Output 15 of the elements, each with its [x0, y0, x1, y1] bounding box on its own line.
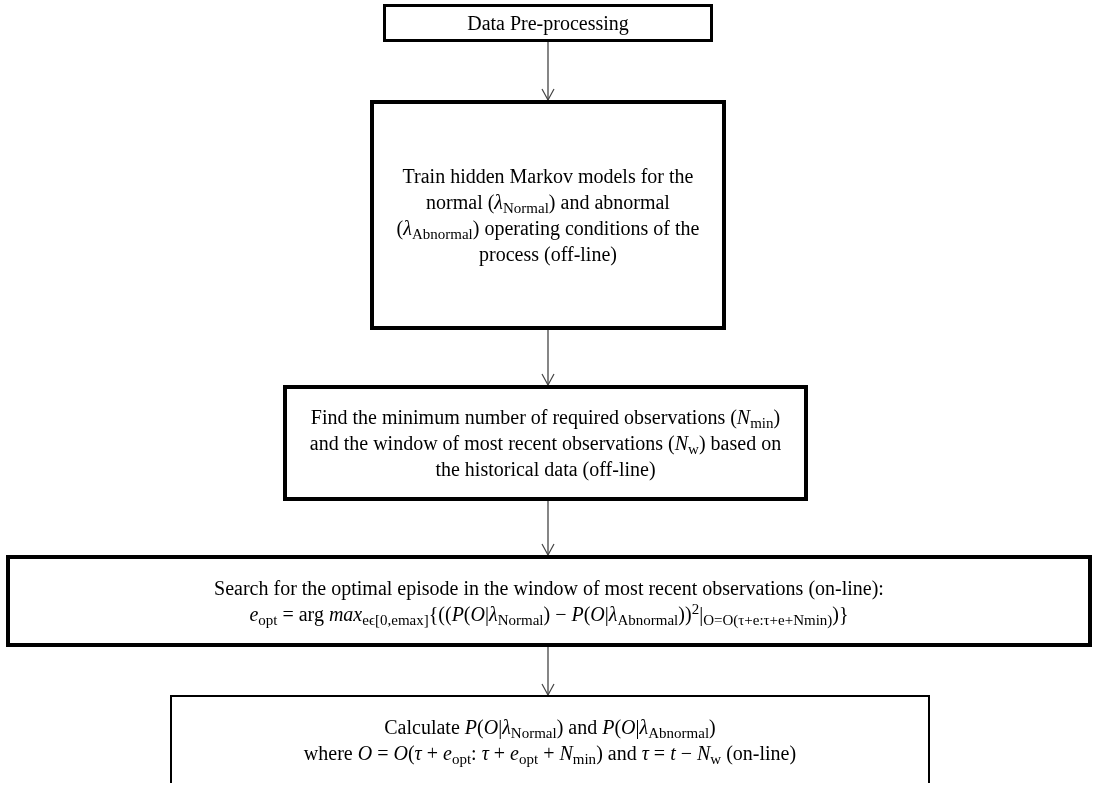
process-box: [370, 100, 726, 330]
arrow: [541, 646, 555, 696]
arrow: [541, 500, 555, 556]
process-box: [283, 385, 808, 501]
formula-text: where O = O(τ + e$_{opt}$: τ + e$_{opt}$ + N$_{min}$) and τ = t − N$_{w}$ (on-line): [303, 741, 797, 766]
step-text: Find the minimum number of required observations (N$_{min}$) and the window of most recent observations (N$_{w}$) based on the historical data (off-line): [308, 405, 783, 482]
process-box: [170, 695, 930, 783]
process-box: [6, 555, 1092, 647]
arrow: [541, 329, 555, 386]
arrow: [541, 41, 555, 101]
step-text: Data Pre-processing: [467, 11, 629, 36]
step-text: Search for the optimal episode in the window of most recent observations (on-line):: [214, 576, 884, 601]
process-box: [383, 4, 713, 42]
step-text: Calculate P(O|λ$_{Normal}$) and P(O|λ$_{Abnormal}$): [384, 715, 716, 740]
step-text: Train hidden Markov models for the normal (λ$_{Normal}$) and abnormal (λ$_{Abnormal}$) operating conditions of the process (off-line): [395, 164, 701, 267]
